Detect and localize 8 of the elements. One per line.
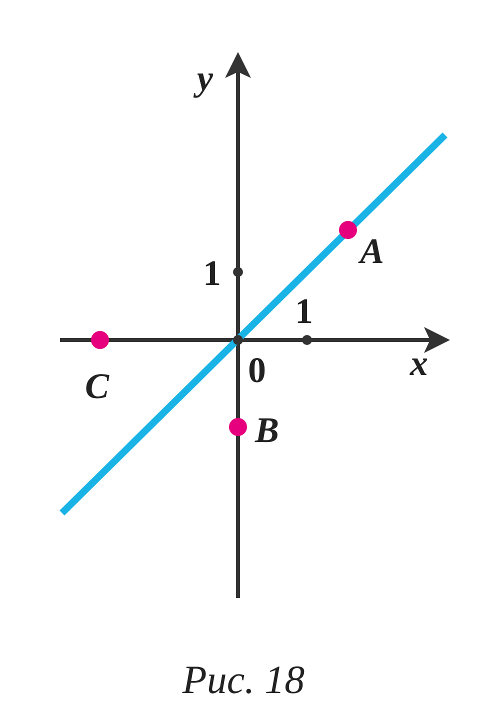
caption: Рис. 18: [181, 660, 306, 700]
point-label: B: [255, 412, 280, 448]
tick-label: 1: [295, 293, 313, 329]
axis-label: x: [410, 345, 428, 381]
point-label: C: [85, 368, 110, 404]
tick-label: 1: [203, 255, 221, 291]
origin-label: 0: [248, 352, 266, 388]
point-label: A: [360, 233, 384, 269]
